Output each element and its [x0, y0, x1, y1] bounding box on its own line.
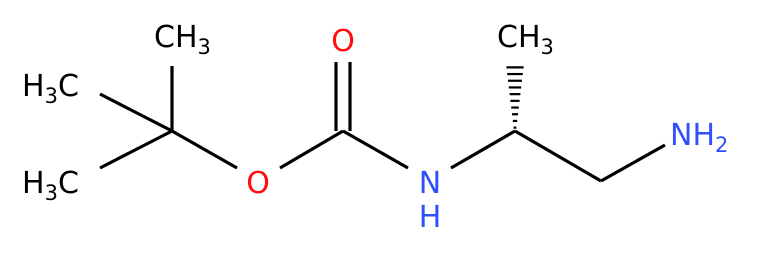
amine-label: NH2 — [670, 118, 728, 157]
methyl-top-label: CH3 — [154, 20, 211, 59]
methyl-stereo-label: CH3 — [497, 20, 554, 59]
methyl-left-upper-label: H3C — [22, 69, 79, 108]
bond-cq-methyl-left-lower — [99, 129, 173, 170]
bond-stereocenter-ch2 — [514, 129, 602, 183]
bond-cq-ester-oxygen — [171, 129, 238, 170]
amide-nitrogen-label: N — [419, 166, 441, 201]
carbonyl-oxygen-label: O — [331, 24, 355, 59]
amide-hydrogen-label: H — [419, 200, 442, 235]
bond-ch2-amine — [600, 143, 666, 183]
hashed-wedge-bond — [506, 66, 524, 129]
methyl-left-lower-label: H3C — [22, 166, 79, 205]
bond-ester-oxygen-carbonyl — [279, 129, 344, 170]
bonds — [99, 62, 666, 183]
atom-labels: CH3 H3C H3C O O N H CH3 NH2 — [22, 20, 728, 235]
bond-nitrogen-stereocenter — [450, 129, 516, 170]
bond-carbonyl-nitrogen — [342, 129, 409, 170]
ester-oxygen-label: O — [246, 166, 270, 201]
bond-cq-methyl-left-upper — [99, 92, 173, 133]
